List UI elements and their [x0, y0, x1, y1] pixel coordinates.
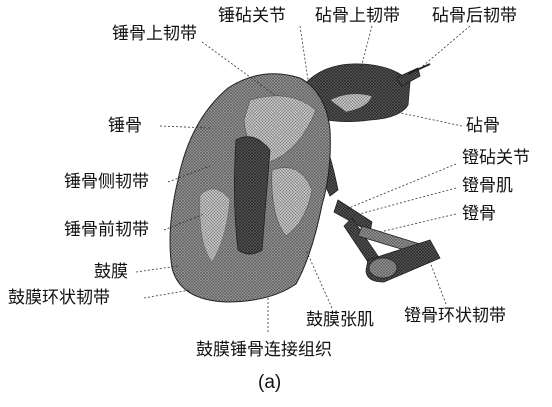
figure-caption: (a)	[258, 372, 281, 394]
label-tympanic-annular-ligament: 鼓膜环状韧带	[8, 288, 110, 308]
label-malleus-anterior-ligament: 锤骨前韧带	[64, 220, 149, 240]
label-incudostapedial-joint: 镫砧关节	[462, 148, 530, 168]
label-tympanic-membrane: 鼓膜	[94, 262, 128, 282]
label-malleus-superior-ligament: 锤骨上韧带	[112, 24, 197, 44]
label-incus: 砧骨	[466, 116, 500, 136]
stapes-shape	[334, 200, 440, 282]
tympanic-membrane-shape	[170, 74, 330, 302]
label-incudomalleolar-joint: 锤砧关节	[218, 6, 286, 26]
label-incus-posterior-ligament: 砧骨后韧带	[432, 6, 517, 26]
label-malleus: 锤骨	[108, 116, 142, 136]
label-stapedius-muscle: 镫骨肌	[462, 176, 513, 196]
label-stapedial-annular-ligament: 镫骨环状韧带	[404, 306, 506, 326]
label-tensor-tympani: 鼓膜张肌	[306, 310, 374, 330]
label-stapes: 镫骨	[462, 204, 496, 224]
label-tm-malleus-connective-tissue: 鼓膜锤骨连接组织	[196, 340, 332, 360]
label-incus-superior-ligament: 砧骨上韧带	[315, 6, 400, 26]
label-malleus-lateral-ligament: 锤骨侧韧带	[64, 172, 149, 192]
